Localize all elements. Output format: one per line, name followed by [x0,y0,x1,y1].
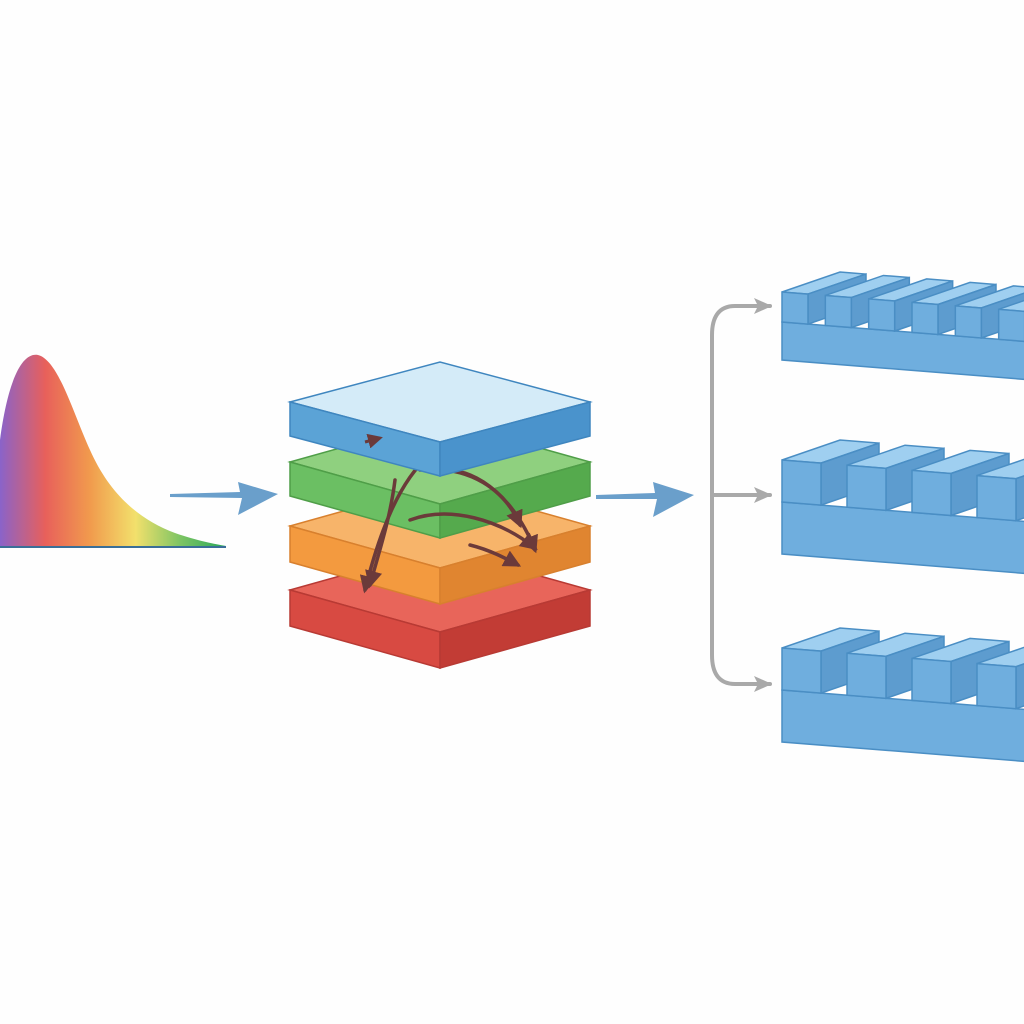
grating-comb-group [781,271,1024,763]
grating-comb-icon [781,271,1024,381]
grating-tooth [976,646,1024,710]
grating-base [781,689,1024,763]
flow-arrow-to-stack [170,482,278,515]
grating-comb-icon [781,439,1024,575]
spectrum-curve-icon [0,354,226,548]
grating-tooth [976,458,1024,522]
flow-arrow-to-outputs [596,482,694,517]
grating-base [781,501,1024,575]
layer-stack-icon [287,361,593,669]
branch-connector [710,298,772,692]
layer-blue [287,361,593,477]
grating-comb-icon [781,627,1024,763]
grating-tooth [997,299,1024,343]
